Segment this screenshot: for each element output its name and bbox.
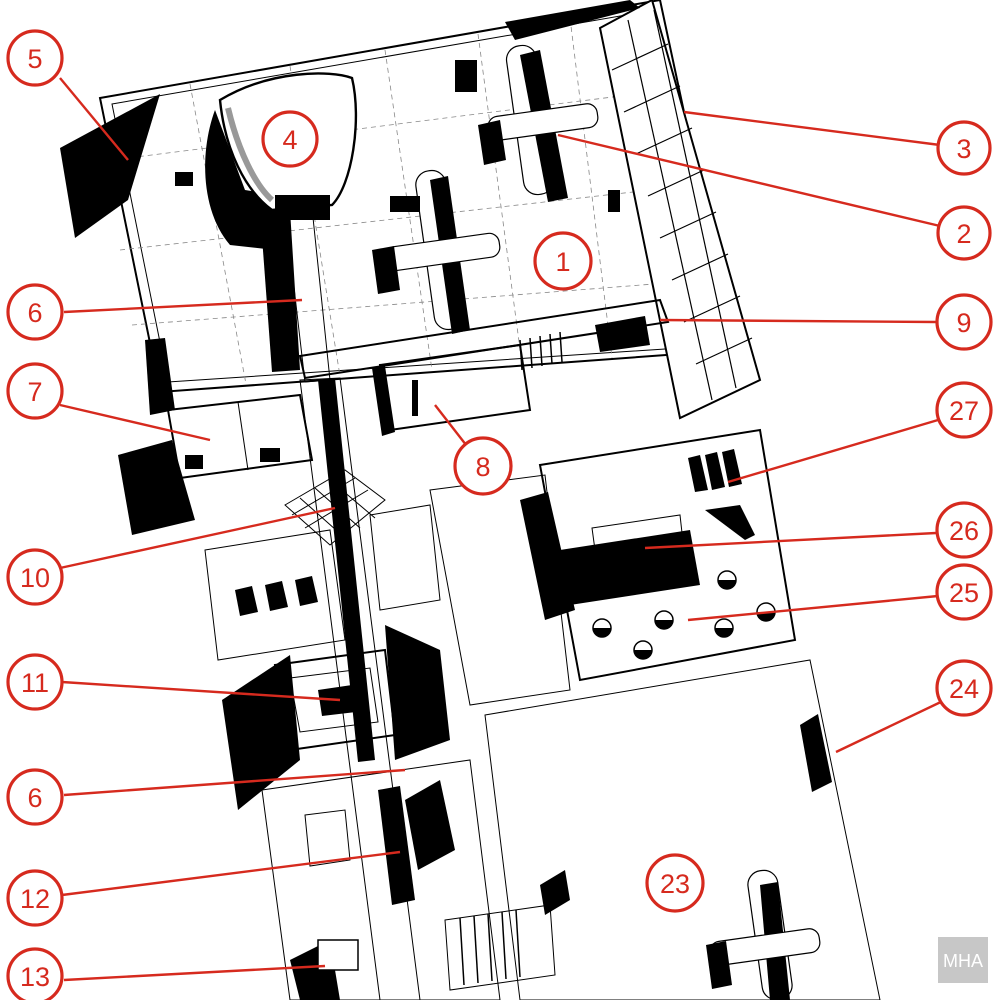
leader-11 (61, 680, 341, 702)
svg-text:7: 7 (27, 377, 42, 407)
svg-text:2: 2 (956, 219, 971, 249)
leader-9 (659, 318, 937, 324)
building-drawing (60, 0, 881, 1000)
leader-lines (59, 77, 946, 982)
leader-12 (61, 850, 401, 897)
svg-text:27: 27 (949, 396, 979, 426)
callout-25: 25 (935, 563, 993, 621)
callout-23: 23 (645, 853, 705, 913)
stair-flight (688, 449, 755, 540)
leader-6a (63, 298, 303, 314)
callout-27: 27 (935, 381, 993, 439)
lower-wing (261, 759, 570, 1000)
svg-text:6: 6 (27, 783, 42, 813)
leader-2 (557, 133, 941, 228)
gallery-block (372, 343, 532, 436)
outdoor-apron (484, 659, 881, 1000)
leader-10 (59, 506, 336, 570)
svg-text:4: 4 (282, 125, 297, 155)
svg-text:11: 11 (21, 668, 49, 698)
callout-13: 13 (6, 947, 64, 1000)
callout-9: 9 (935, 293, 993, 351)
aircraft-upper (455, 44, 620, 212)
svg-text:23: 23 (660, 869, 690, 899)
svg-text:1: 1 (555, 247, 570, 277)
callout-6-upper: 6 (6, 283, 64, 341)
callout-12: 12 (6, 869, 64, 927)
leader-3 (683, 110, 941, 147)
leader-26 (644, 531, 937, 550)
archive-room (204, 504, 441, 661)
glass-link (284, 469, 386, 546)
curtain-wall (598, 0, 762, 420)
callout-7: 7 (6, 362, 64, 420)
svg-text:3: 3 (956, 134, 971, 164)
svg-text:26: 26 (949, 516, 979, 546)
callout-3: 3 (936, 120, 992, 176)
apron-sign (800, 714, 832, 792)
svg-text:10: 10 (20, 563, 50, 593)
callout-10: 10 (6, 548, 64, 606)
svg-text:MHA: MHA (943, 951, 983, 971)
callout-11: 11 (6, 653, 64, 711)
leader-7 (59, 403, 211, 442)
leader-25 (687, 594, 939, 622)
leader-24 (835, 698, 946, 754)
svg-text:6: 6 (27, 298, 42, 328)
svg-text:5: 5 (27, 44, 42, 74)
svg-text:12: 12 (20, 884, 50, 914)
svg-text:8: 8 (475, 452, 490, 482)
leader-13 (63, 964, 326, 982)
leader-27 (727, 418, 939, 484)
leader-5 (59, 77, 129, 161)
aircraft-lower (175, 169, 501, 334)
mha-watermark: MHA (938, 937, 988, 983)
callout-1: 1 (533, 231, 593, 291)
svg-text:24: 24 (949, 674, 979, 704)
callout-6-lower: 6 (6, 768, 64, 826)
callout-26: 26 (935, 501, 993, 559)
callout-4: 4 (261, 110, 319, 168)
corridor-spine (284, 207, 421, 1000)
central-pavilion (222, 625, 450, 810)
mezzanine-bridge (298, 298, 670, 380)
leader-6b (63, 768, 406, 797)
svg-text:13: 13 (20, 962, 50, 992)
leader-8 (434, 404, 471, 451)
entry-canopy (60, 94, 160, 238)
east-pavilion (520, 428, 797, 682)
callout-5: 5 (6, 29, 64, 87)
callout-24: 24 (935, 659, 993, 717)
callout-2: 2 (936, 205, 992, 261)
callout-8: 8 (453, 436, 513, 496)
callouts: 1 2 3 4 5 6 7 8 (6, 29, 993, 1000)
offices-block (118, 338, 314, 535)
svg-text:9: 9 (956, 308, 971, 338)
svg-text:25: 25 (949, 578, 979, 608)
